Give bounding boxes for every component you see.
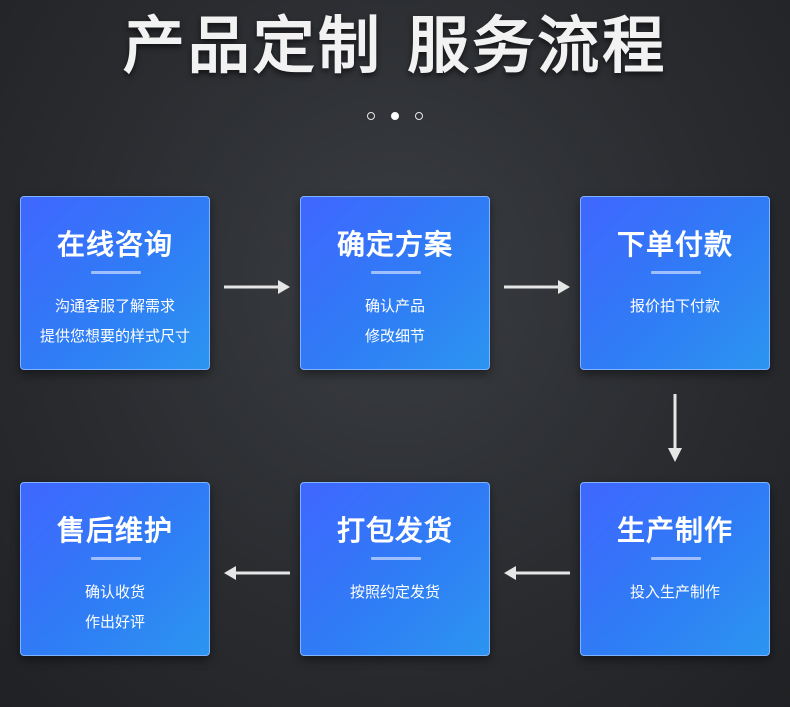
- step-title: 售后维护: [56, 514, 173, 547]
- pager-dot-3[interactable]: [415, 112, 423, 120]
- step-desc-line: 沟通客服了解需求: [54, 297, 175, 315]
- step-desc-line: 报价拍下付款: [629, 297, 720, 315]
- step-title: 生产制作: [616, 514, 733, 547]
- step-title: 打包发货: [336, 514, 453, 547]
- arrow-left-icon: [222, 564, 292, 582]
- arrow-right-icon: [222, 278, 292, 296]
- step-desc-line: 投入生产制作: [629, 583, 720, 601]
- page-title: 产品定制 服务流程: [122, 9, 668, 82]
- step-description: 确认产品 修改细节: [301, 291, 489, 351]
- step-desc-line: 按照约定发货: [349, 583, 440, 601]
- step-card-order: 下单付款 报价拍下付款: [580, 196, 770, 370]
- step-title: 下单付款: [616, 228, 733, 261]
- arrow-right-icon: [502, 278, 572, 296]
- step-divider: [651, 271, 701, 274]
- step-divider: [91, 271, 141, 274]
- step-desc-line: 确认产品: [364, 297, 425, 315]
- step-divider: [651, 557, 701, 560]
- step-description: 沟通客服了解需求 提供您想要的样式尺寸: [21, 291, 209, 351]
- step-title: 在线咨询: [56, 228, 173, 261]
- step-card-shipping: 打包发货 按照约定发货: [300, 482, 490, 656]
- step-divider: [371, 557, 421, 560]
- step-card-consult: 在线咨询 沟通客服了解需求 提供您想要的样式尺寸: [20, 196, 210, 370]
- arrow-left-icon: [502, 564, 572, 582]
- step-card-aftersales: 售后维护 确认收货 作出好评: [20, 482, 210, 656]
- step-desc-line: 确认收货: [84, 583, 145, 601]
- step-desc-line: 修改细节: [364, 327, 425, 345]
- step-card-production: 生产制作 投入生产制作: [580, 482, 770, 656]
- step-desc-line: 提供您想要的样式尺寸: [39, 327, 190, 345]
- step-divider: [91, 557, 141, 560]
- step-description: 报价拍下付款: [581, 291, 769, 321]
- pager-dot-2-active[interactable]: [391, 112, 399, 120]
- step-description: 确认收货 作出好评: [21, 577, 209, 637]
- step-card-plan: 确定方案 确认产品 修改细节: [300, 196, 490, 370]
- step-description: 按照约定发货: [301, 577, 489, 607]
- pager-dots: [0, 112, 790, 120]
- step-desc-line: 作出好评: [84, 613, 145, 631]
- step-divider: [371, 271, 421, 274]
- step-description: 投入生产制作: [581, 577, 769, 607]
- arrow-down-icon: [666, 392, 684, 464]
- pager-dot-1[interactable]: [367, 112, 375, 120]
- step-title: 确定方案: [336, 228, 453, 261]
